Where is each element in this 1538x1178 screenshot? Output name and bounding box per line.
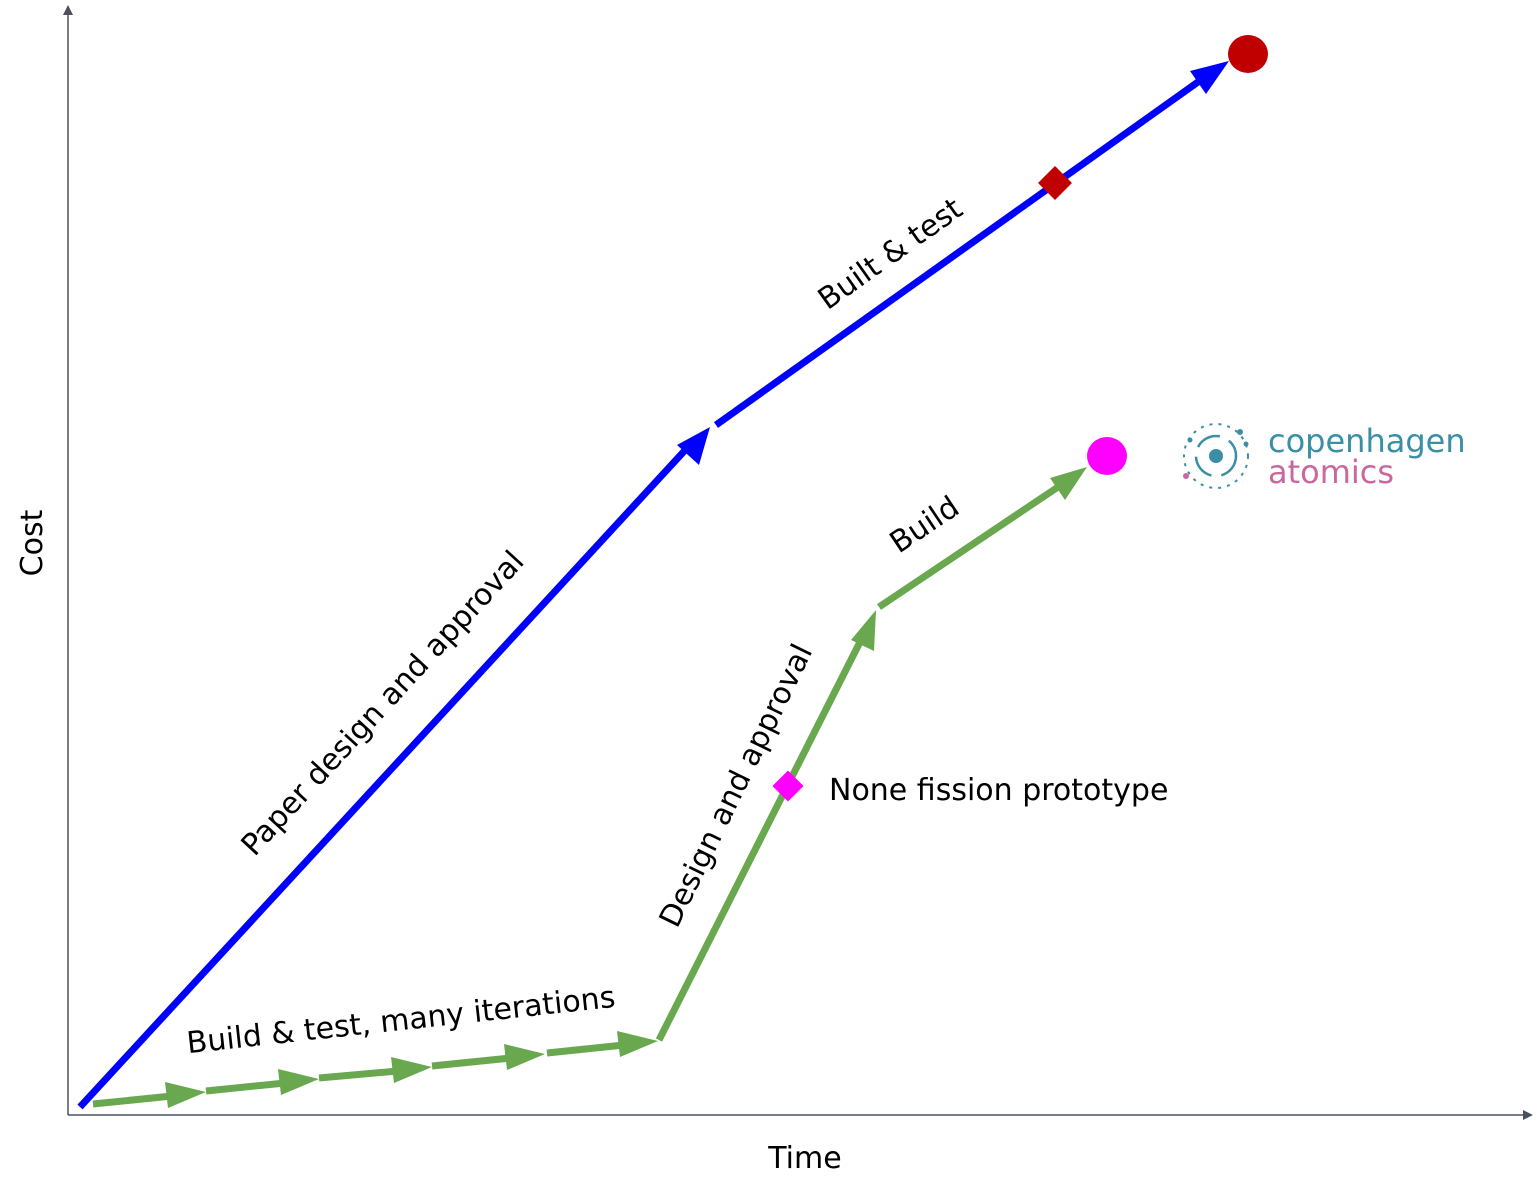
iterative-path [92, 437, 1127, 1108]
atom-icon [1183, 423, 1249, 489]
iterative-iteration-3 [318, 1067, 399, 1082]
iterative-arrowhead-5 [617, 1031, 658, 1057]
iterative-segment-build [877, 484, 1060, 610]
x-axis-label: Time [767, 1141, 841, 1176]
iterative-arrowhead-4 [504, 1044, 545, 1070]
iterative-arrowhead-7 [1050, 467, 1087, 500]
traditional-end-circle [1228, 35, 1268, 73]
logo-text-copenhagen: copenhagen [1268, 422, 1466, 460]
label-build: Build [884, 490, 966, 561]
traditional-milestone-diamond [1038, 166, 1072, 200]
traditional-arrowhead-1 [677, 427, 710, 465]
label-none-fission-prototype: None fission prototype [829, 773, 1168, 808]
logo-text-atomics: atomics [1268, 453, 1394, 491]
label-paper-design-approval: Paper design and approval [235, 544, 532, 863]
iterative-iteration-4 [431, 1054, 512, 1070]
traditional-path [77, 35, 1268, 1110]
iterative-arrowhead-1 [165, 1082, 206, 1108]
iterative-arrowhead-3 [391, 1057, 432, 1083]
traditional-arrowhead-2 [1190, 61, 1229, 94]
iterative-arrowhead-6 [851, 610, 876, 651]
iterative-iteration-2 [205, 1079, 286, 1095]
iterative-milestone-diamond [772, 770, 804, 802]
copenhagen-atomics-logo: copenhagen atomics [1183, 422, 1466, 491]
iterative-iteration-1 [92, 1092, 173, 1108]
traditional-segment-paper-design [77, 444, 691, 1110]
y-axis-label: Cost [15, 509, 50, 576]
iterative-iteration-5 [546, 1041, 625, 1057]
traditional-segment-built-test [713, 74, 1208, 428]
iterative-end-circle [1087, 437, 1127, 475]
iterative-arrowhead-2 [278, 1069, 319, 1095]
iterative-segment-design-approval [655, 638, 865, 1042]
